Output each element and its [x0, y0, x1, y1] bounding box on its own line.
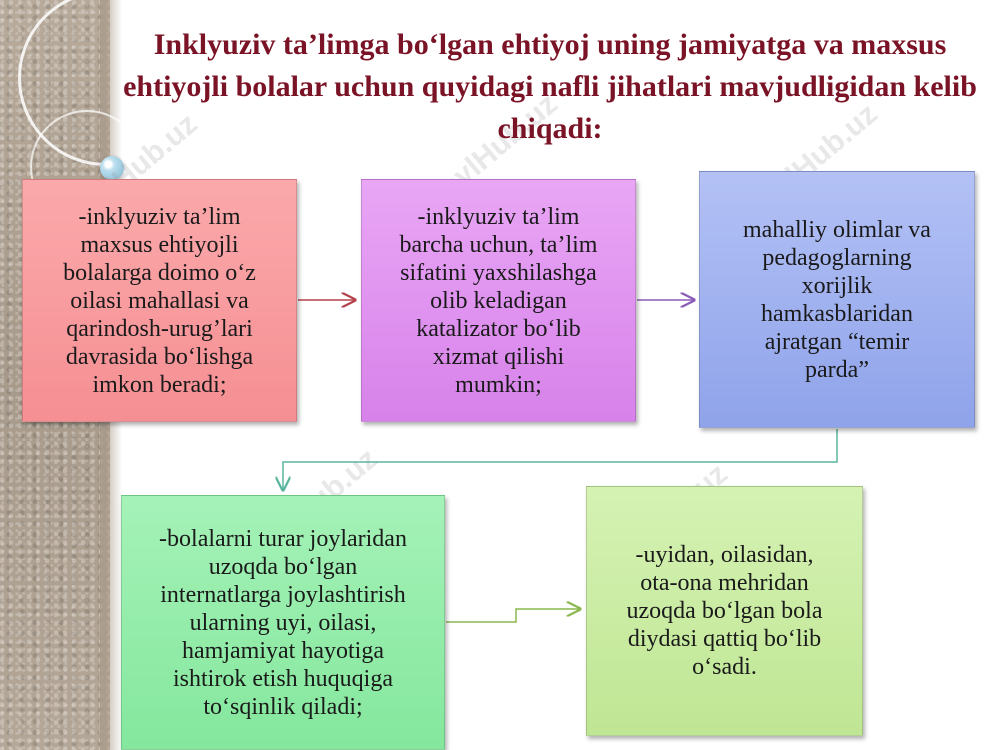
- box-text: mahalliy olimlar va pedagoglarning xorij…: [743, 216, 931, 383]
- box-text: -inklyuziv ta’lim barcha uchun, ta’lim s…: [399, 203, 598, 398]
- box-inclusive-family: -inklyuziv ta’lim maxsus ehtiyojli bolal…: [22, 179, 297, 422]
- box-inclusive-catalyst: -inklyuziv ta’lim barcha uchun, ta’lim s…: [361, 179, 636, 422]
- box-text: -bolalarni turar joylaridan uzoqda bo‘lg…: [159, 525, 407, 720]
- box-boarding-schools: -bolalarni turar joylaridan uzoqda bo‘lg…: [121, 495, 445, 750]
- arrow-box3-to-box4: [283, 429, 838, 490]
- box-text: -uyidan, oilasidan, ota-ona mehridan uzo…: [626, 542, 823, 680]
- arrow-box4-to-box5: [446, 609, 580, 623]
- decorative-bubble: [100, 156, 124, 180]
- box-iron-curtain: mahalliy olimlar va pedagoglarning xorij…: [699, 171, 975, 428]
- box-text: -inklyuziv ta’lim maxsus ehtiyojli bolal…: [63, 203, 256, 398]
- slide-title: Inklyuziv ta’limga bo‘lgan ehtiyoj uning…: [123, 28, 977, 145]
- box-child-hardened: -uyidan, oilasidan, ota-ona mehridan uzo…: [586, 486, 863, 736]
